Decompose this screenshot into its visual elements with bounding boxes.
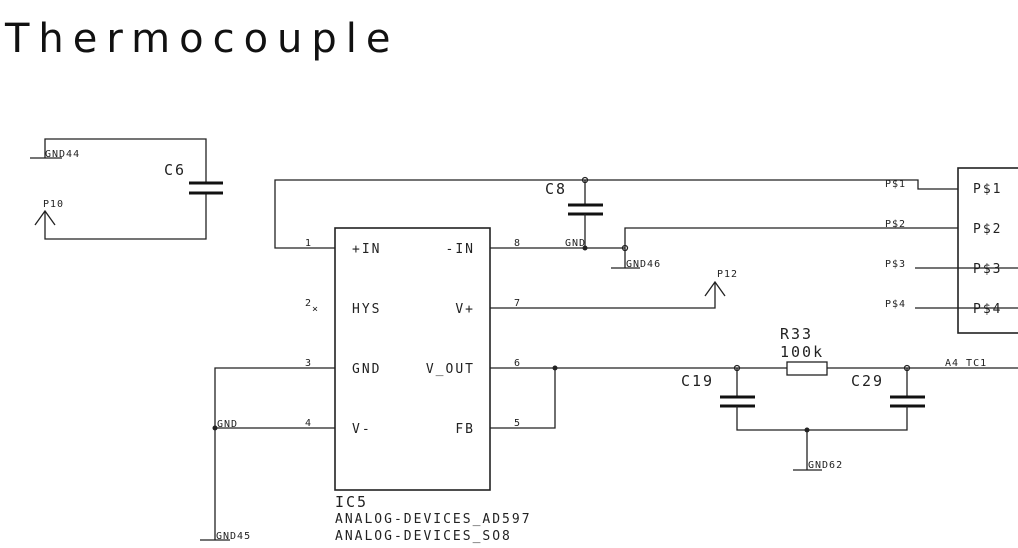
- wire: [334, 227, 491, 491]
- wire: [957, 167, 1018, 334]
- connector-pin-label: P$2: [973, 222, 1002, 237]
- junction-dot: [212, 425, 218, 431]
- connector-net-label: P$2: [885, 219, 906, 230]
- wire: [736, 406, 908, 431]
- ic5: 1 2 × 3 4 +IN HYS GND V- 8 7 6 5 -IN V+ …: [305, 227, 532, 544]
- resistor-r33: [786, 361, 828, 376]
- pin-label: V+: [455, 302, 475, 317]
- pin-number: 5: [514, 418, 521, 429]
- wire: [44, 193, 207, 240]
- connector-pin-label: P$1: [973, 182, 1002, 197]
- connector-net-label: P$3: [885, 259, 906, 270]
- net-label-p10: P10: [43, 199, 64, 210]
- schematic-title: Thermocouple: [4, 16, 400, 62]
- connector-net-label: P$4: [885, 299, 906, 310]
- ground-wires: GND GND45: [200, 367, 335, 542]
- connector-pin-label: P$4: [973, 302, 1002, 317]
- no-connect-mark: ×: [312, 304, 319, 315]
- wire: [490, 368, 556, 429]
- wire: [624, 227, 958, 248]
- c19-label: C19: [681, 372, 714, 390]
- r33-value: 100k: [780, 343, 824, 361]
- c6-loop: GND44 C6 P10: [30, 138, 223, 240]
- input-wires: C8 GND GND46: [274, 176, 1018, 309]
- net-label-gnd44: GND44: [45, 149, 80, 160]
- pin-label: FB: [455, 422, 475, 437]
- pin-label: V_OUT: [426, 362, 475, 377]
- c29-label: C29: [851, 372, 884, 390]
- junction-dot: [582, 245, 588, 251]
- net-label-gnd62: GND62: [808, 460, 843, 471]
- pin-label: HYS: [352, 302, 381, 317]
- connector: P$1 P$2 P$3 P$4 P$1 P$2 P$3 P$4: [885, 167, 1018, 334]
- ic-part: ANALOG-DEVICES_AD597: [335, 512, 532, 527]
- c6-label: C6: [164, 161, 186, 179]
- r33-label: R33: [780, 325, 813, 343]
- net-label-gnd45: GND45: [216, 531, 251, 542]
- wire: [490, 283, 716, 309]
- wire: [44, 138, 207, 183]
- pin-number: 7: [514, 298, 521, 309]
- net-label-gnd: GND: [217, 419, 238, 430]
- output-filter: R33 100k C19 C29 GND62 A4_TC1: [490, 325, 1018, 471]
- net-label-p12: P12: [717, 269, 738, 280]
- pin-number: 8: [514, 238, 521, 249]
- supply-arrow-p10: [34, 209, 56, 226]
- pin-number: 1: [305, 238, 312, 249]
- vplus-wire: P12: [490, 269, 738, 309]
- c8-label: C8: [545, 180, 567, 198]
- pin-number: 4: [305, 418, 312, 429]
- ic-package: ANALOG-DEVICES_SO8: [335, 529, 512, 544]
- pin-label: GND: [352, 362, 381, 377]
- wire: [214, 367, 335, 540]
- pin-number: 3: [305, 358, 312, 369]
- pin-label: V-: [352, 422, 372, 437]
- pin-label: +IN: [352, 242, 381, 257]
- pin-number: 6: [514, 358, 521, 369]
- wire: [274, 179, 958, 249]
- net-label-gnd: GND: [565, 238, 586, 249]
- connector-pin-label: P$3: [973, 262, 1002, 277]
- net-label-a4-tc1: A4_TC1: [945, 358, 987, 369]
- pin-number: 2: [305, 298, 312, 309]
- supply-arrow-p12: [704, 280, 726, 297]
- ic-name: IC5: [335, 493, 368, 511]
- pin-label: -IN: [446, 242, 475, 257]
- net-label-gnd46: GND46: [626, 259, 661, 270]
- connector-net-label: P$1: [885, 179, 906, 190]
